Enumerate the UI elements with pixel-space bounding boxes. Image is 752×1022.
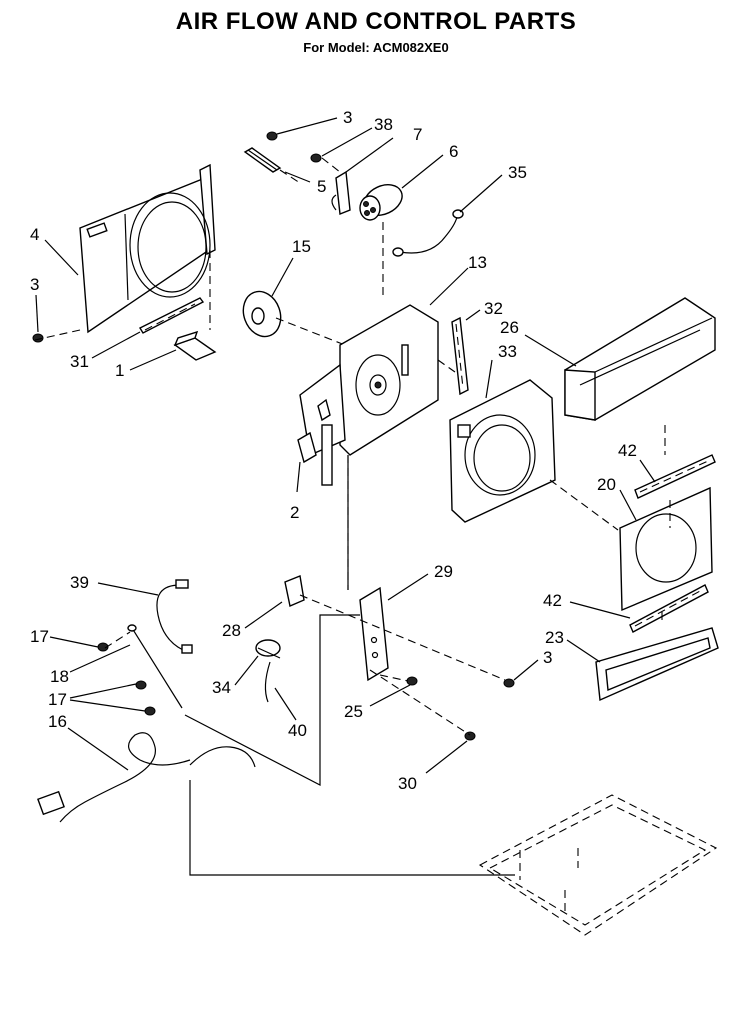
callout-23: 23 <box>545 628 564 647</box>
base-pan-reference <box>478 794 718 936</box>
callout-25: 25 <box>344 702 363 721</box>
callout-4: 4 <box>30 225 39 244</box>
part-35-wire[interactable] <box>392 209 464 257</box>
part-31-strip[interactable] <box>139 297 205 334</box>
callout-3: 3 <box>343 108 352 127</box>
callout-20: 20 <box>597 475 616 494</box>
model-subtitle: For Model: ACM082XE0 <box>303 40 449 55</box>
callout-6: 6 <box>449 142 458 161</box>
callout-16: 16 <box>48 712 67 731</box>
part-4-front-panel[interactable] <box>79 163 216 334</box>
part-29-bracket[interactable] <box>359 586 389 682</box>
callout-2: 2 <box>290 503 299 522</box>
part-39-harness[interactable] <box>156 579 193 654</box>
callout-38: 38 <box>374 115 393 134</box>
part-6-capacitor[interactable] <box>359 179 407 221</box>
callout-5: 5 <box>317 177 326 196</box>
part-2-switch[interactable] <box>297 431 317 464</box>
callout-7: 7 <box>413 125 422 144</box>
callout-15: 15 <box>292 237 311 256</box>
callout-40: 40 <box>288 721 307 740</box>
callout-42: 42 <box>543 591 562 610</box>
callout-39: 39 <box>70 573 89 592</box>
callout-17: 17 <box>30 627 49 646</box>
screw-30[interactable] <box>464 731 476 741</box>
part-5-clip[interactable] <box>243 147 282 173</box>
part-33-scroll[interactable] <box>449 379 556 523</box>
part-40-wire[interactable] <box>264 661 271 703</box>
part-16-power-cord[interactable] <box>37 732 256 823</box>
callout-31: 31 <box>70 352 89 371</box>
callout-labels: 3 38 7 6 5 35 4 3 15 13 32 26 33 31 1 42… <box>30 108 637 793</box>
assembly-lines <box>34 157 671 876</box>
part-17-screw-b[interactable] <box>135 680 156 716</box>
part-42-strip-bottom[interactable] <box>629 584 709 633</box>
part-34-connector[interactable] <box>255 639 281 659</box>
screw-38[interactable] <box>310 153 322 163</box>
part-15-fan[interactable] <box>237 286 346 346</box>
page-title: AIR FLOW AND CONTROL PARTS <box>175 8 577 35</box>
callout-33: 33 <box>498 342 517 361</box>
part-32-strip[interactable] <box>451 316 469 396</box>
screw-3-lower[interactable] <box>503 678 515 688</box>
callout-13: 13 <box>468 253 487 272</box>
part-20-panel[interactable] <box>619 486 713 612</box>
part-42-strip-top[interactable] <box>634 454 716 499</box>
callout-32: 32 <box>484 299 503 318</box>
callout-26: 26 <box>500 318 519 337</box>
part-13-bulkhead[interactable] <box>299 304 439 486</box>
part-18-wire[interactable] <box>127 624 183 709</box>
callout-30: 30 <box>398 774 417 793</box>
callout-29: 29 <box>434 562 453 581</box>
leader-lines <box>35 117 656 774</box>
callout-28: 28 <box>222 621 241 640</box>
callout-1: 1 <box>115 361 124 380</box>
screw-25[interactable] <box>406 676 418 686</box>
part-23-pan[interactable] <box>595 627 719 702</box>
part-1-bracket[interactable] <box>173 330 217 361</box>
callout-3: 3 <box>30 275 39 294</box>
callout-42: 42 <box>618 441 637 460</box>
callout-3: 3 <box>543 648 552 667</box>
screw-3-top[interactable] <box>266 129 293 141</box>
part-28-switch[interactable] <box>284 575 305 607</box>
part-26-duct[interactable] <box>564 297 716 421</box>
part-7-bracket[interactable] <box>331 170 351 215</box>
callout-34: 34 <box>212 678 231 697</box>
callout-17: 17 <box>48 690 67 709</box>
callout-35: 35 <box>508 163 527 182</box>
callout-18: 18 <box>50 667 69 686</box>
